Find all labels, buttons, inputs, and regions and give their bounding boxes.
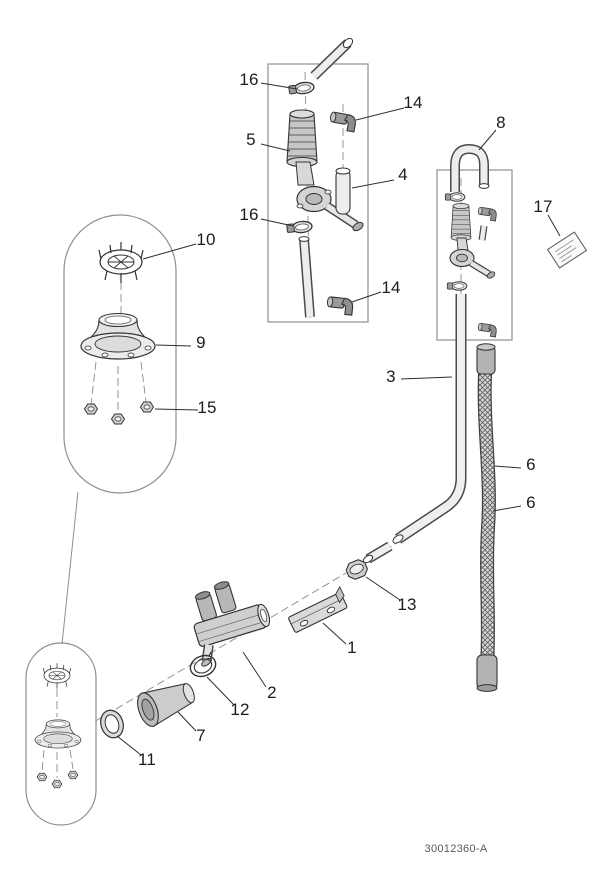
info-tag-17 <box>546 231 588 269</box>
callout-13: 13 <box>397 595 417 614</box>
callout-14-a: 14 <box>403 93 423 112</box>
callout-6-a: 6 <box>526 455 536 474</box>
water-valve-2 <box>193 581 271 667</box>
crown-insert-10 <box>98 241 144 284</box>
callout-3: 3 <box>386 367 396 386</box>
inlet-hook-tube-8 <box>450 143 490 192</box>
lower-mounting-nuts <box>36 770 79 789</box>
callout-15: 15 <box>197 398 217 417</box>
callout-2: 2 <box>267 683 277 702</box>
ribbed-valve-body-5 <box>286 109 318 168</box>
callout-4: 4 <box>398 165 408 184</box>
outlet-tube <box>298 236 315 318</box>
document-number: 30012360-A <box>424 843 488 855</box>
callout-1: 1 <box>347 638 357 657</box>
clamp-ring-12 <box>189 651 217 678</box>
callout-17: 17 <box>533 197 553 216</box>
lower-drain-flange <box>34 719 82 749</box>
elbow-fitting-14-lower <box>325 296 355 316</box>
group-connector-line <box>61 491 79 645</box>
valve-hub-body <box>295 161 364 232</box>
leader-lines <box>116 82 561 756</box>
callout-7: 7 <box>196 726 206 745</box>
top-inlet-tube <box>310 37 354 80</box>
vent-tube-4 <box>335 167 351 215</box>
callout-14-b: 14 <box>381 278 401 297</box>
callout-12: 12 <box>230 700 250 719</box>
cuff-ring-11 <box>100 709 124 739</box>
callout-16-a: 16 <box>239 70 259 89</box>
callout-11: 11 <box>137 750 157 769</box>
drain-tube-3 <box>392 294 467 544</box>
callout-10: 10 <box>196 230 216 249</box>
callout-16-b: 16 <box>239 205 259 224</box>
callout-8: 8 <box>496 113 506 132</box>
callout-9: 9 <box>196 333 206 352</box>
tube-coupler-segment <box>362 541 393 564</box>
mounting-nuts-15 <box>84 401 154 425</box>
callout-5: 5 <box>246 130 256 149</box>
braided-hose-6 <box>476 343 498 692</box>
upper-drain-capsule <box>63 214 177 494</box>
mounting-bracket-1 <box>288 585 348 633</box>
cone-adapter-7 <box>137 683 195 727</box>
right-valve-assembly <box>444 192 498 338</box>
lower-drain-capsule <box>25 642 97 826</box>
lower-crown-insert <box>42 662 72 689</box>
top-assembly-box <box>267 63 369 323</box>
callout-6-b: 6 <box>526 493 536 512</box>
drain-flange-9 <box>80 312 156 360</box>
clamp-nut-13 <box>345 559 368 580</box>
right-assembly-box <box>436 169 513 341</box>
